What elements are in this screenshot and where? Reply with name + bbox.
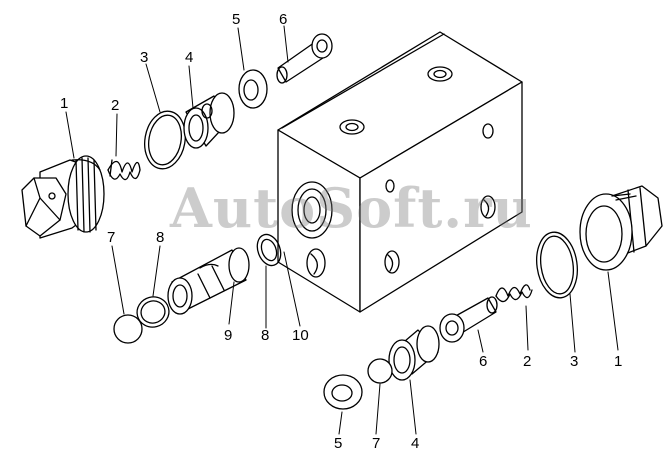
- callout-1-plug-right: 1: [614, 353, 623, 370]
- callout-1-plug-left: 1: [60, 95, 69, 112]
- callout-3-oring-left: 3: [140, 49, 149, 66]
- callout-10-ring: 10: [292, 327, 309, 344]
- left-plug: [21, 155, 105, 239]
- right-spring: [495, 284, 533, 303]
- left-sleeve: [183, 92, 235, 149]
- callout-2-spring-left: 2: [111, 97, 120, 114]
- callout-5-washer-right: 5: [334, 435, 343, 452]
- small-ring-left: [136, 296, 170, 328]
- callout-4-sleeve-right: 4: [411, 435, 420, 452]
- right-washer: [323, 374, 363, 410]
- callout-3-oring-right: 3: [570, 353, 579, 370]
- callout-7-ball-right: 7: [372, 435, 381, 452]
- left-spring: [107, 159, 141, 181]
- center-ring: [256, 233, 282, 267]
- leader-lines: [65, 25, 619, 435]
- callout-8-ring-center: 8: [261, 327, 270, 344]
- ball-left: [113, 314, 143, 344]
- valve-body: [277, 31, 523, 313]
- left-washer: [238, 69, 268, 109]
- left-oring: [144, 110, 186, 170]
- right-oring: [536, 231, 578, 299]
- left-pin: [276, 33, 333, 84]
- callout-9-spool: 9: [224, 327, 233, 344]
- callout-4-sleeve-left: 4: [185, 49, 194, 66]
- valve-spool: [167, 247, 250, 315]
- right-sleeve: [388, 325, 440, 381]
- callout-2-spring-right: 2: [523, 353, 532, 370]
- callout-6-pin-left: 6: [279, 11, 288, 28]
- callout-8-ring-left: 8: [156, 229, 165, 246]
- callout-5-washer-left: 5: [232, 11, 241, 28]
- right-pin: [439, 296, 498, 343]
- callout-6-pin-right: 6: [479, 353, 488, 370]
- callout-7-ball-left: 7: [107, 229, 116, 246]
- right-plug: [579, 185, 663, 271]
- ball-right: [367, 358, 393, 384]
- watermark-text: AutoSoft.ru: [170, 176, 533, 240]
